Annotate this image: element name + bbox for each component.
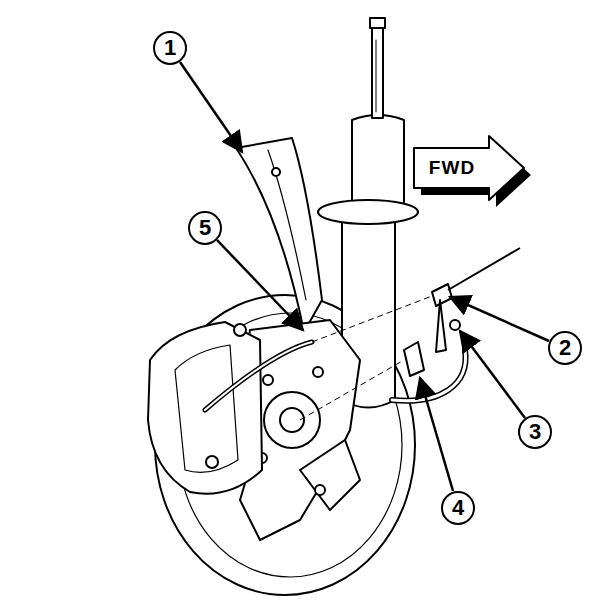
leader-line [180, 62, 242, 152]
stabilizer-bracket [236, 138, 322, 332]
rod-cap [370, 18, 385, 28]
alignment-line [300, 360, 404, 420]
direction-label: FWD [415, 153, 489, 183]
callout-number: 5 [188, 211, 222, 245]
hub [264, 392, 320, 448]
caliper-bolt [206, 456, 218, 468]
knuckle-bolt [263, 375, 273, 385]
piston-rod [372, 26, 383, 118]
brake-hose [205, 342, 312, 410]
knuckle-arm [300, 440, 360, 510]
leader-line [420, 378, 453, 491]
hose-bracket [432, 284, 452, 306]
bracket-bolt [450, 320, 460, 330]
strut-body [352, 115, 404, 212]
callout-number: 2 [548, 331, 582, 365]
bracket-edge [268, 150, 306, 300]
hose-loop [392, 350, 466, 401]
rod-highlight [376, 40, 377, 112]
leader-line [217, 240, 303, 330]
bracket-tab [436, 300, 446, 352]
brake-hose-fill [205, 342, 312, 410]
leader-line [450, 297, 549, 341]
hose-clip [404, 342, 424, 376]
callout-number: 3 [518, 415, 552, 449]
caliper-bolt [234, 324, 246, 336]
knuckle-bolt [313, 367, 323, 377]
bracket-bolt [272, 168, 280, 176]
callout-number: 1 [153, 31, 187, 65]
knuckle-bolt [315, 485, 325, 495]
brake-line [448, 248, 520, 290]
fwd-arrow [414, 136, 524, 200]
alignment-line [312, 296, 432, 342]
leader-line [460, 331, 525, 418]
callout-number: 4 [441, 491, 475, 525]
hose-loop-fill [392, 350, 466, 401]
spring-seat [318, 200, 418, 224]
